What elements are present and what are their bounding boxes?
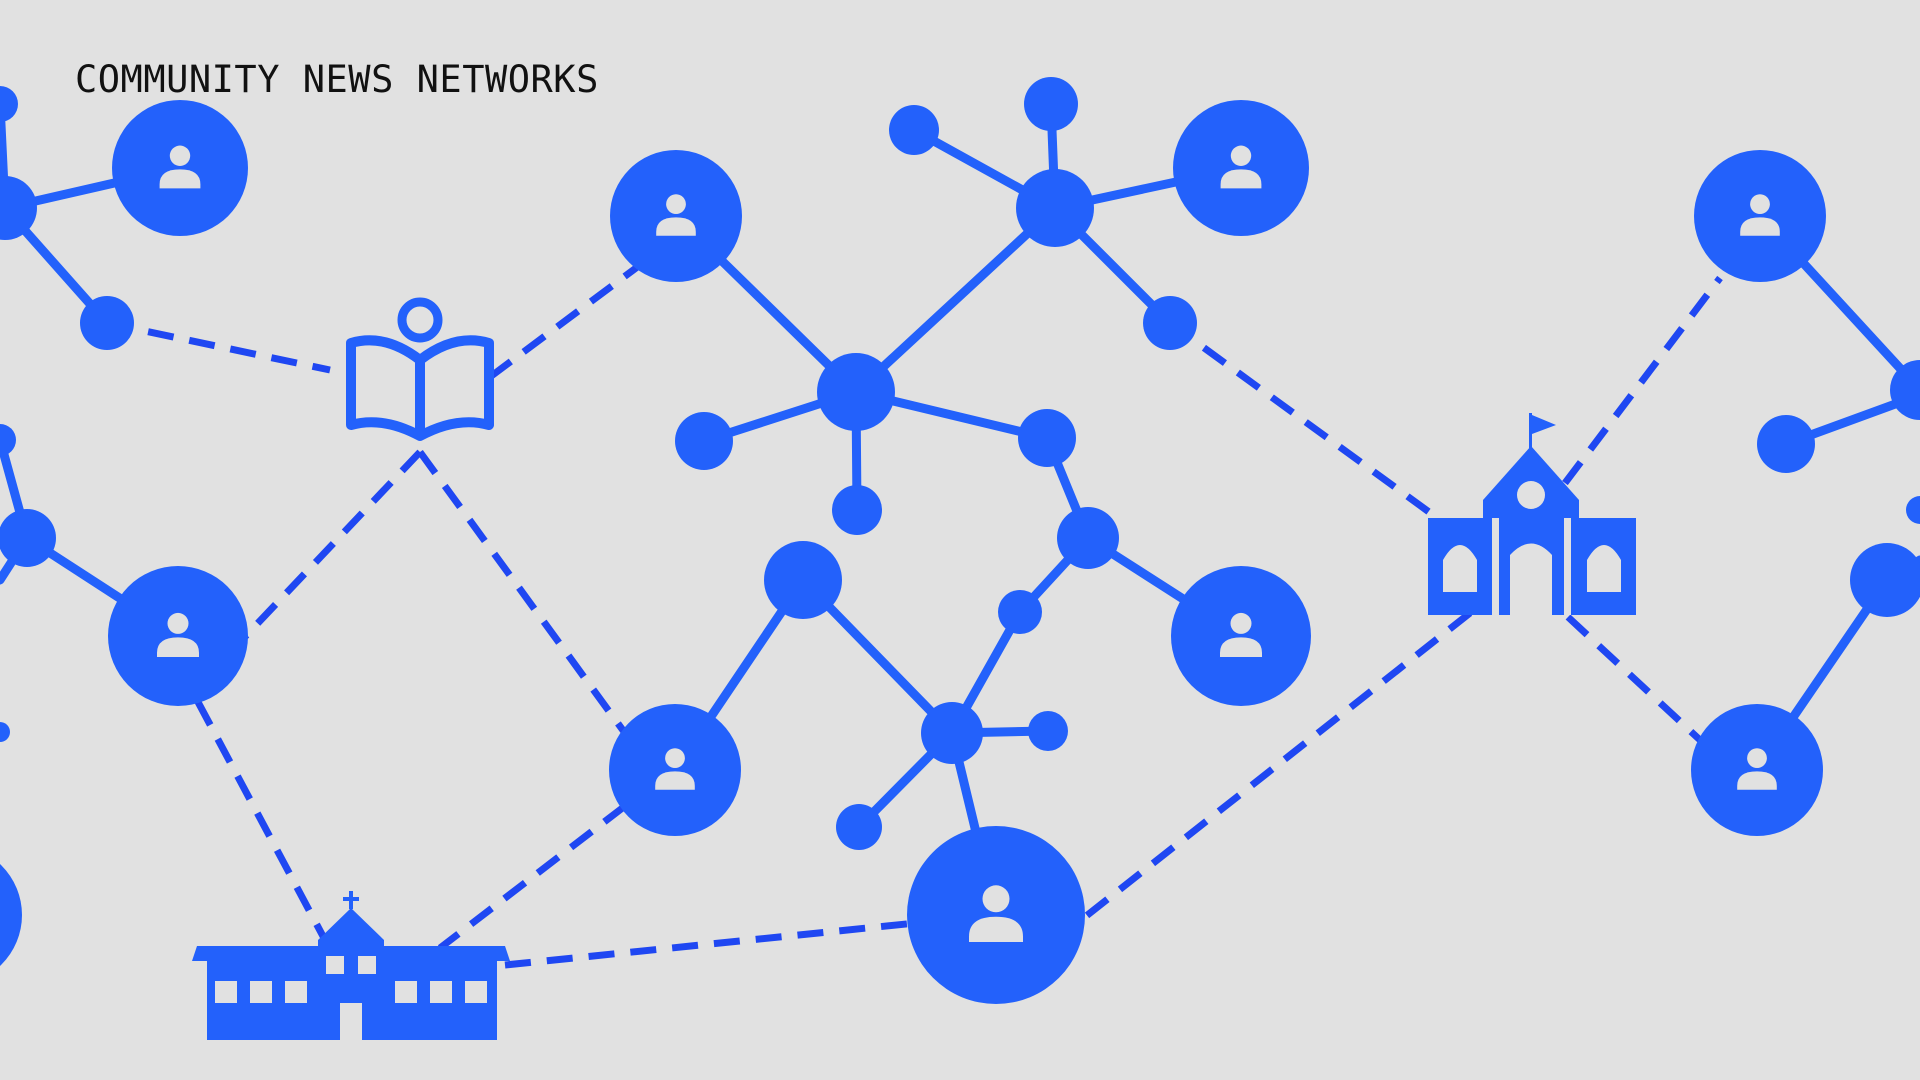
person-node <box>112 100 248 236</box>
network-node <box>998 590 1042 634</box>
network-node <box>1016 169 1094 247</box>
network-node <box>80 296 134 350</box>
network-node <box>1028 711 1068 751</box>
network-node <box>0 86 18 122</box>
network-node <box>1057 507 1119 569</box>
person-node <box>609 704 741 836</box>
network-node <box>1850 543 1920 617</box>
person-node-partial <box>0 864 22 966</box>
person-node <box>108 566 248 706</box>
network-node <box>1143 296 1197 350</box>
network-node <box>1890 360 1920 420</box>
network-node <box>0 509 56 567</box>
network-node <box>836 804 882 850</box>
network-node <box>675 412 733 470</box>
page-title: COMMUNITY NEWS NETWORKS <box>75 58 599 101</box>
solid-links <box>0 99 1920 920</box>
network-node <box>764 541 842 619</box>
school-building-flag-icon <box>1428 413 1636 615</box>
network-node <box>0 424 16 456</box>
network-node <box>921 702 983 764</box>
network-node <box>817 353 895 431</box>
person-node <box>1171 566 1311 706</box>
network-node <box>1018 409 1076 467</box>
hub-nodes <box>0 77 1920 850</box>
network-node <box>832 485 882 535</box>
person-node <box>907 826 1085 1004</box>
person-node <box>610 150 742 282</box>
network-node <box>889 105 939 155</box>
person-node <box>1694 150 1826 282</box>
network-node <box>1906 496 1920 524</box>
dashed-links <box>106 262 1723 969</box>
person-node <box>1173 100 1309 236</box>
network-node <box>0 722 10 742</box>
open-book-reader-icon <box>346 297 494 441</box>
person-nodes <box>0 100 1826 1004</box>
person-node <box>1691 704 1823 836</box>
network-node <box>1757 415 1815 473</box>
network-node <box>0 176 37 240</box>
network-node <box>1024 77 1078 131</box>
church-school-building-icon <box>192 891 510 1040</box>
